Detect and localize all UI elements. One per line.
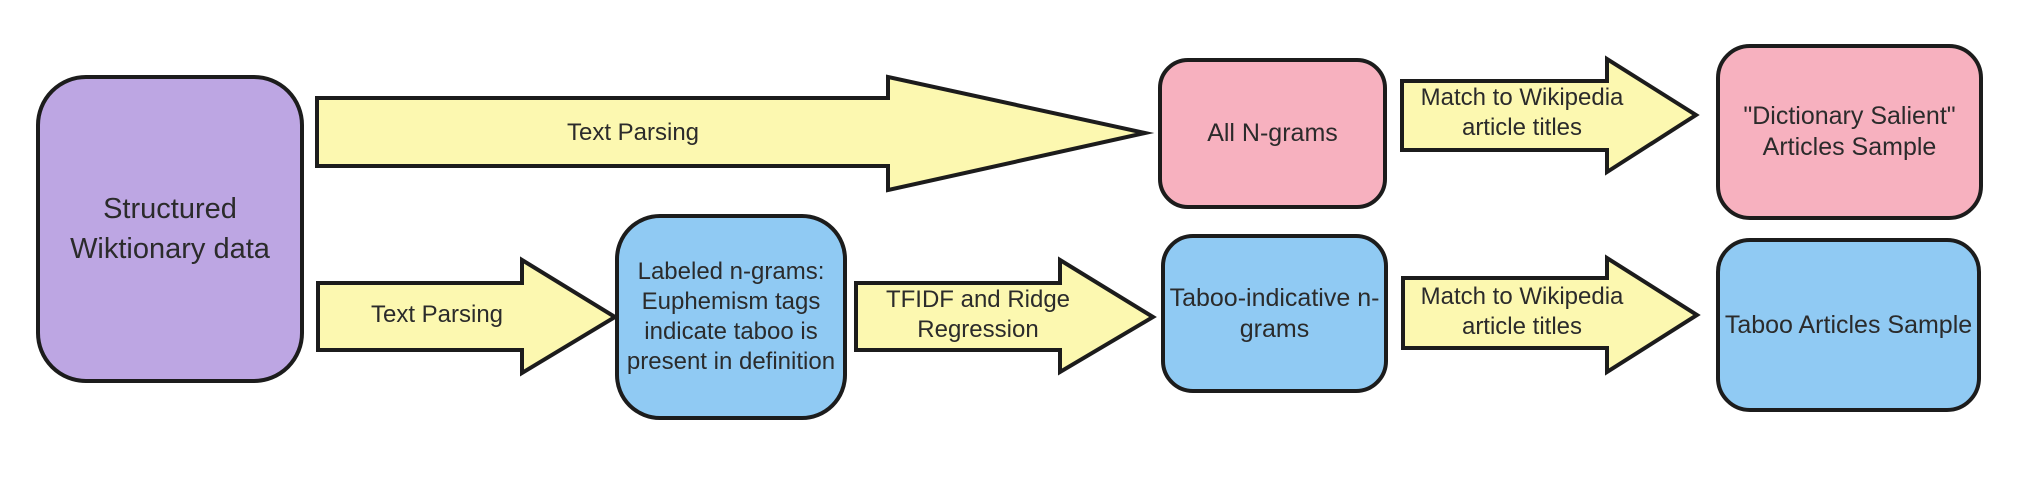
arrow-tfidf-ridge-regression: TFIDF and Ridge Regression	[854, 256, 1157, 376]
node-label: All N-grams	[1207, 119, 1338, 147]
arrow-match-wikipedia-top: Match to Wikipedia article titles	[1400, 55, 1700, 176]
node-all-ngrams: All N-grams	[1158, 58, 1387, 209]
node-structured-wiktionary-data: Structured Wiktionary data	[36, 75, 304, 383]
node-taboo-articles-sample: Taboo Articles Sample	[1716, 238, 1981, 412]
arrow-text-parsing-top: Text Parsing	[315, 74, 1155, 193]
arrow-shape	[854, 256, 1157, 376]
node-label: Structured Wiktionary data	[70, 193, 270, 265]
arrow-text-parsing-bottom: Text Parsing	[316, 256, 619, 377]
arrow-shape	[1400, 55, 1700, 176]
arrow-shape	[316, 256, 619, 377]
node-dictionary-salient-articles-sample: "Dictionary Salient" Articles Sample	[1716, 44, 1983, 220]
node-label: Labeled n-grams: Euphemism tags indicate…	[626, 258, 836, 375]
node-taboo-indicative-ngrams: Taboo-indicative n- grams	[1161, 234, 1388, 393]
arrow-shape	[315, 74, 1155, 193]
arrow-match-wikipedia-bottom: Match to Wikipedia article titles	[1400, 254, 1701, 376]
node-labeled-ngrams: Labeled n-grams: Euphemism tags indicate…	[615, 214, 847, 420]
node-label: Taboo Articles Sample	[1724, 310, 1973, 339]
node-label: Taboo-indicative n- grams	[1169, 283, 1380, 343]
arrow-shape	[1401, 254, 1701, 376]
node-label: "Dictionary Salient" Articles Sample	[1743, 102, 1956, 161]
